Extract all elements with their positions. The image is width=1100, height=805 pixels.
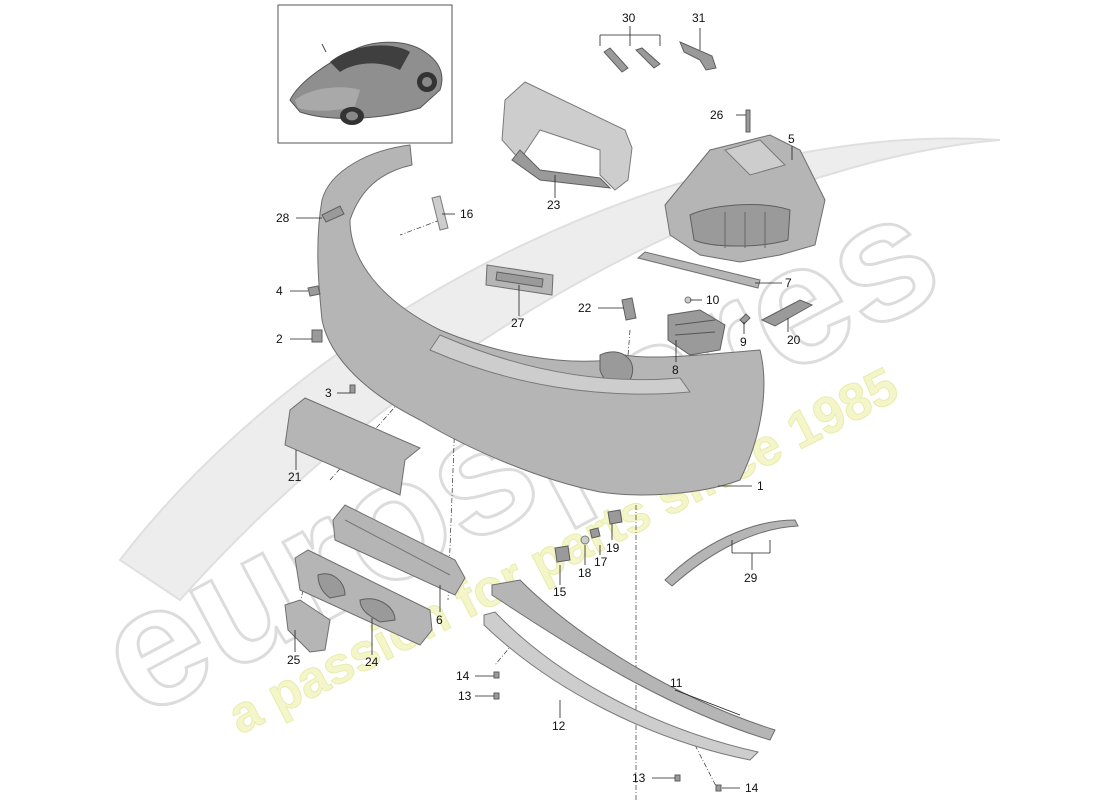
callout-29: 29 (744, 571, 758, 585)
callout-22: 22 (578, 301, 592, 315)
part-ring-18 (580, 535, 590, 545)
car-thumbnail (277, 4, 453, 144)
callout-8: 8 (672, 363, 679, 377)
callout-13-lower: 13 (632, 771, 646, 785)
callout-12: 12 (552, 719, 566, 733)
callout-25: 25 (287, 653, 301, 667)
callout-19: 19 (606, 541, 620, 555)
callout-11: 11 (670, 676, 683, 690)
part-clip-2 (311, 329, 323, 343)
callout-16: 16 (460, 207, 474, 221)
part-tubes-30 (599, 26, 661, 73)
callout-27: 27 (511, 316, 525, 330)
callout-4: 4 (276, 284, 283, 298)
callout-14-upper: 14 (456, 669, 470, 683)
part-screw-26 (745, 109, 751, 133)
part-clip-17 (589, 527, 601, 539)
part-grille-24 (294, 549, 433, 646)
part-clip-14a (493, 671, 500, 679)
part-clip-14b (715, 784, 722, 792)
callout-31: 31 (692, 11, 706, 25)
callout-2: 2 (276, 332, 283, 346)
callout-24: 24 (365, 655, 379, 669)
part-screw-13b (674, 774, 681, 782)
part-grille-6 (332, 504, 466, 596)
callout-23: 23 (547, 198, 561, 212)
part-screw-13a (493, 692, 500, 700)
callout-21: 21 (288, 470, 302, 484)
callout-15: 15 (553, 585, 567, 599)
callout-17: 17 (594, 555, 608, 569)
part-clip-9 (739, 313, 751, 325)
part-screw-3 (349, 384, 356, 394)
callout-30: 30 (622, 11, 636, 25)
part-spoiler-11 (491, 579, 776, 741)
part-strip-7 (636, 251, 761, 289)
part-grille-frame (664, 134, 826, 263)
callout-6: 6 (436, 613, 443, 627)
callout-9: 9 (740, 335, 747, 349)
car-image (289, 41, 443, 125)
callout-1: 1 (757, 479, 764, 493)
part-arch-trim-29 (664, 519, 799, 587)
part-sensor-15 (554, 545, 571, 563)
part-license-plate-21 (284, 397, 421, 496)
callouts: 1 2 3 4 5 6 7 8 9 10 11 12 13 13 14 14 1… (276, 11, 801, 795)
callout-10: 10 (706, 293, 720, 307)
part-clip-4 (307, 285, 321, 297)
part-bumper-cover (317, 144, 765, 496)
callout-20: 20 (787, 333, 801, 347)
part-spoiler-12 (483, 611, 759, 761)
part-air-guide (501, 81, 633, 191)
leader-lines (290, 114, 793, 789)
callout-3: 3 (325, 386, 332, 400)
part-bracket-16 (431, 195, 449, 231)
part-holder-27 (485, 264, 554, 296)
callout-18: 18 (578, 566, 592, 580)
part-sensor-22 (621, 297, 637, 321)
part-vent-8 (667, 309, 726, 356)
callout-14-lower: 14 (745, 781, 759, 795)
callout-13-upper: 13 (458, 689, 472, 703)
part-bracket-20 (760, 299, 814, 327)
callout-28: 28 (276, 211, 290, 225)
part-applicator-31 (679, 28, 717, 71)
callout-26: 26 (710, 108, 724, 122)
part-sensor-19 (607, 509, 623, 525)
part-fastener-28 (321, 205, 345, 223)
callout-7: 7 (785, 276, 792, 290)
part-grille-25 (284, 599, 331, 653)
callout-5: 5 (788, 132, 795, 146)
